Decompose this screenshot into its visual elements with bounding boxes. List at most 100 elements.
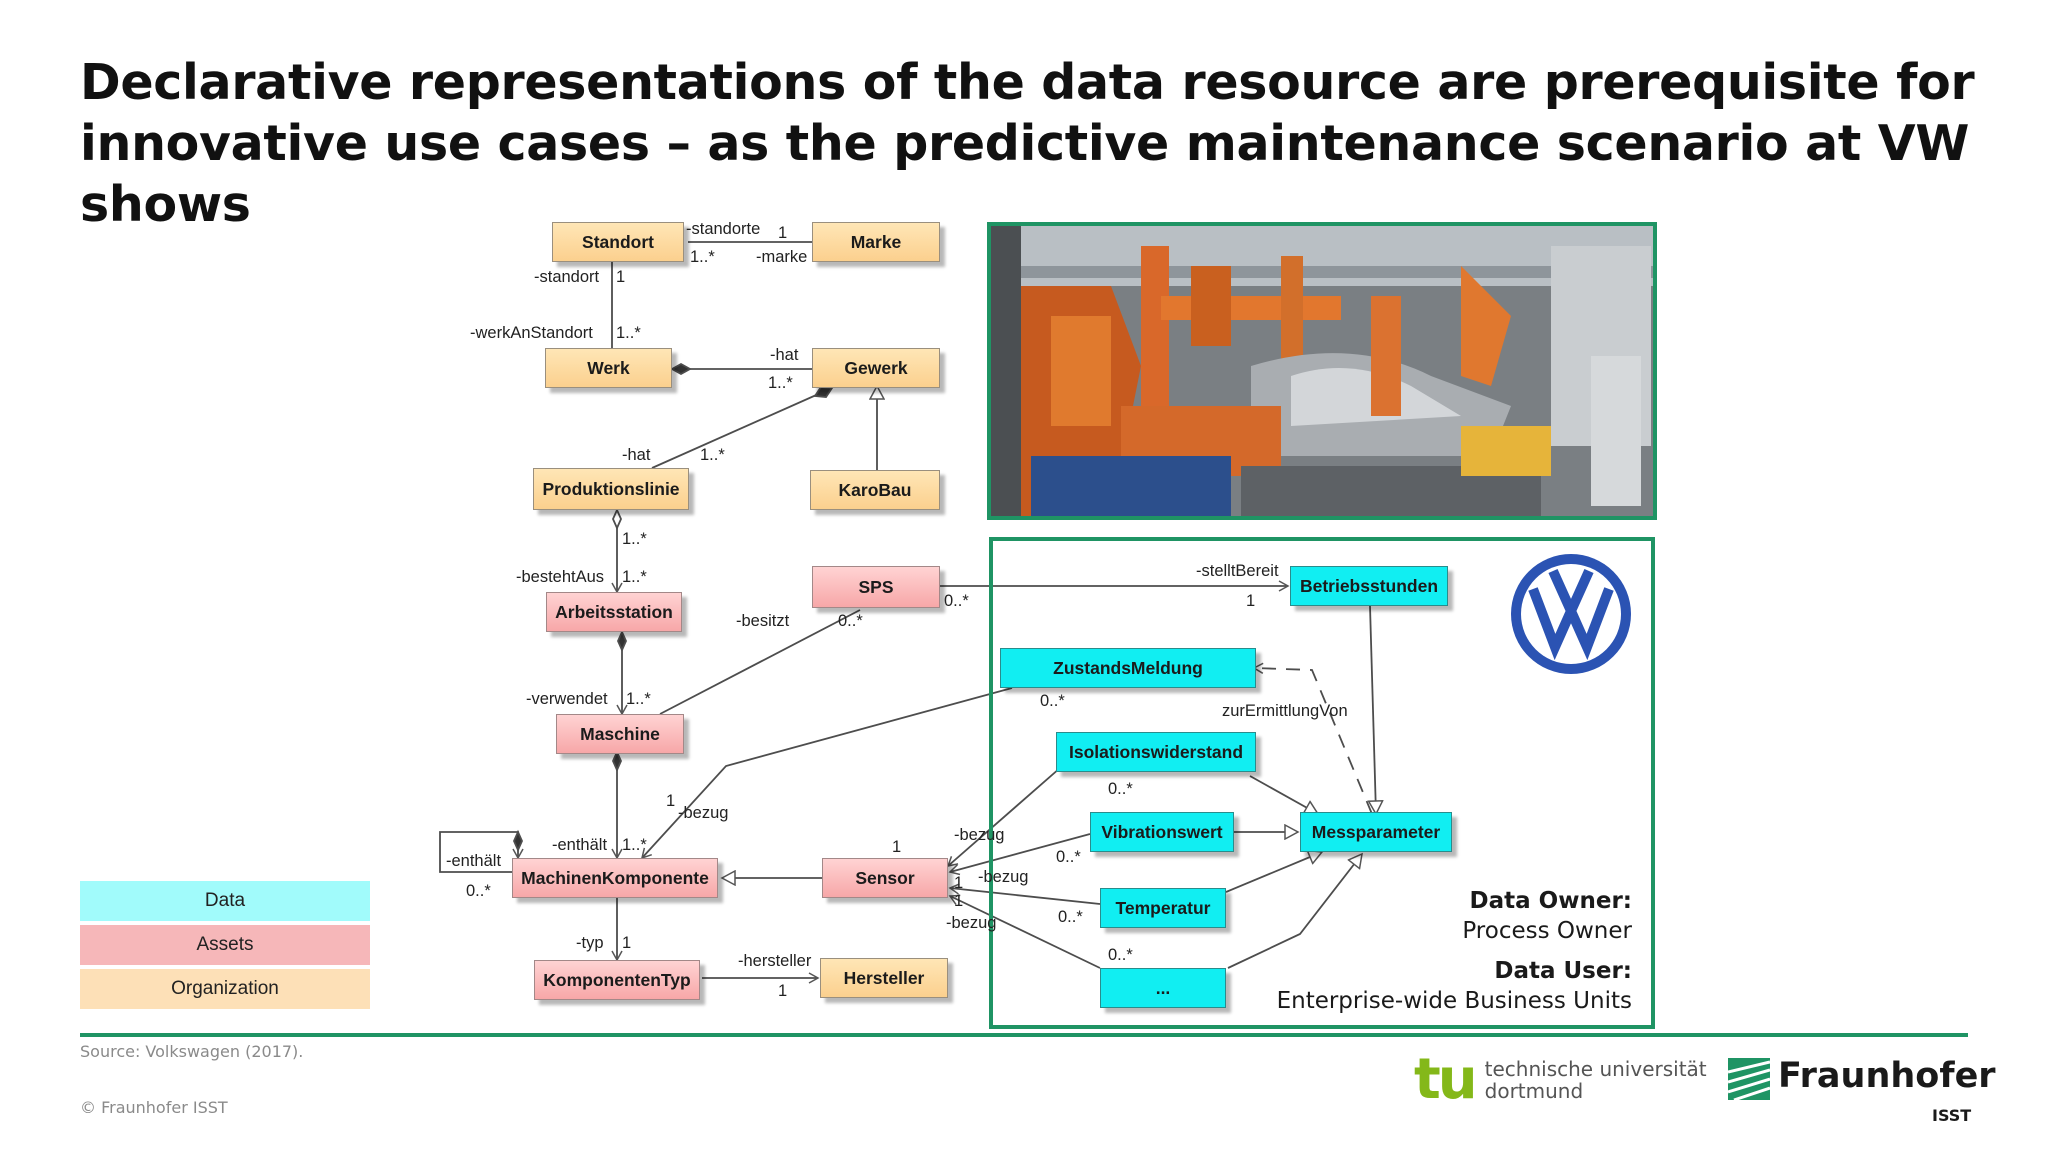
class-vibrationswert: Vibrationswert — [1090, 812, 1234, 852]
class-ellipsis: ... — [1100, 968, 1226, 1008]
class-produktionslinie: Produktionslinie — [533, 468, 689, 510]
edge-zur-ermittlung — [1252, 662, 1373, 815]
mult-standort: 1 — [616, 268, 626, 286]
role-zur-ermittlung-von: zurErmittlungVon — [1222, 702, 1348, 720]
class-maschinenkomponente: MachinenKomponente — [512, 858, 718, 898]
copyright: © Fraunhofer ISST — [80, 1098, 228, 1117]
tu-text: technische universität dortmund — [1485, 1058, 1707, 1102]
mult-werk-an-standort: 1..* — [616, 324, 641, 342]
edge-gewerk-produktionslinie — [651, 387, 833, 469]
class-sensor: Sensor — [822, 858, 948, 898]
class-betriebsstunden: Betriebsstunden — [1290, 566, 1448, 606]
edge-zustandsmeldung-komponente — [640, 687, 1013, 860]
class-arbeitsstation: Arbeitsstation — [546, 592, 682, 632]
mult-marke-standort: 1..* — [690, 248, 715, 266]
mult-hat-linie: 1..* — [700, 446, 725, 464]
role-stellt-bereit: -stelltBereit — [1196, 562, 1279, 580]
role-bezug-isolation: -bezug — [954, 826, 1005, 844]
edge-ellipsis-sensor — [948, 894, 1101, 969]
title-line-1: Declarative representations of the data … — [80, 54, 1975, 111]
diamond-produktionslinie — [612, 507, 622, 531]
class-komponententyp: KomponentenTyp — [534, 960, 700, 1000]
slide-title: Declarative representations of the data … — [80, 52, 1980, 235]
tu-dortmund-logo: tu technische universität dortmund — [1414, 1052, 1707, 1108]
edge-sps-maschine — [659, 609, 861, 715]
edge-temperatur-sensor — [948, 883, 1101, 905]
robot-assembly-image — [991, 226, 1653, 516]
role-enthaelt-self: -enthält — [446, 852, 502, 870]
mult-bezug-b: 1 — [954, 892, 964, 910]
isst-mark: ISST — [1932, 1106, 1972, 1125]
mult-sps-maschine: 0..* — [838, 612, 863, 630]
data-owner-label: Data Owner: — [1469, 888, 1632, 914]
edge-ellipsis-messparameter — [1227, 854, 1362, 969]
mult-bezug-zustand: 1 — [666, 792, 676, 810]
mult-verwendet: 1..* — [626, 690, 651, 708]
class-isolationswiderstand: Isolationswiderstand — [1056, 732, 1256, 772]
edge-temperatur-messparameter — [1225, 852, 1322, 893]
class-zustandsmeldung: ZustandsMeldung — [1000, 648, 1256, 688]
role-bezug-vibration: -bezug — [978, 868, 1029, 886]
role-marke: -marke — [756, 248, 808, 266]
mult-isolation: 0..* — [1108, 780, 1133, 798]
legend-organization: Organization — [80, 969, 370, 1009]
edge-vibration-sensor — [948, 833, 1091, 876]
class-marke: Marke — [812, 222, 940, 262]
role-bezug-ellipsis: -bezug — [946, 914, 997, 932]
edge-isolation-sensor — [946, 767, 1061, 868]
data-user-value: Enterprise-wide Business Units — [1276, 988, 1632, 1014]
diamond-arbeitsstation — [617, 629, 627, 653]
role-hersteller: -hersteller — [738, 952, 812, 970]
vw-logo-icon — [1511, 554, 1631, 674]
class-werk: Werk — [545, 348, 672, 388]
class-standort: Standort — [552, 222, 684, 262]
title-line-2: innovative use cases – as the predictive… — [80, 115, 1970, 233]
role-bezug-zustand: -bezug — [678, 804, 729, 822]
diamond-maschine — [612, 749, 622, 773]
class-maschine: Maschine — [556, 714, 684, 754]
mult-hat-gewerk: 1..* — [768, 374, 793, 392]
role-standort: -standort — [534, 268, 600, 286]
role-werk-an-standort: -werkAnStandort — [470, 324, 593, 342]
legend-assets: Assets — [80, 925, 370, 965]
class-gewerk: Gewerk — [812, 348, 940, 388]
mult-zustand: 0..* — [1040, 692, 1065, 710]
edge-isolation-messparameter — [1249, 775, 1318, 815]
footer-divider — [80, 1033, 1968, 1037]
diamond-werk — [670, 362, 692, 376]
source-note: Source: Volkswagen (2017). — [80, 1042, 304, 1061]
legend-data: Data — [80, 881, 370, 921]
tu-mark-icon: tu — [1414, 1047, 1478, 1112]
role-enthaelt-maschine: -enthält — [552, 836, 608, 854]
role-standorte: -standorte — [686, 220, 761, 238]
class-messparameter: Messparameter — [1300, 812, 1452, 852]
edge-betriebsstunden-messparameter — [1370, 605, 1376, 814]
mult-bezug-a: 1 — [954, 874, 964, 892]
mult-linie-station: 1..* — [622, 530, 647, 548]
role-besitzt: -besitzt — [736, 612, 790, 630]
mult-enthaelt-self: 0..* — [466, 882, 491, 900]
mult-ellipsis: 0..* — [1108, 946, 1133, 964]
role-hat-linie: -hat — [622, 446, 651, 464]
class-sps: SPS — [812, 566, 940, 608]
fraunhofer-mark-icon — [1728, 1058, 1770, 1100]
mult-enthaelt-maschine: 1..* — [622, 836, 647, 854]
class-karobau: KaroBau — [810, 470, 940, 510]
data-owner-value: Process Owner — [1462, 918, 1632, 944]
mult-stellt-bereit: 1 — [1246, 592, 1256, 610]
mult-sps-betrieb: 0..* — [944, 592, 969, 610]
class-temperatur: Temperatur — [1100, 888, 1226, 928]
tu-line-2: dortmund — [1484, 1079, 1584, 1103]
vw-data-frame — [989, 537, 1655, 1029]
mult-standorte: 1 — [778, 224, 788, 242]
role-typ: -typ — [576, 934, 604, 952]
role-hat-gewerk: -hat — [770, 346, 799, 364]
diamond-gewerk — [813, 386, 834, 398]
mult-temperatur: 0..* — [1058, 908, 1083, 926]
mult-hersteller: 1 — [778, 982, 788, 1000]
class-hersteller: Hersteller — [820, 958, 948, 998]
tu-line-1: technische universität — [1484, 1057, 1707, 1081]
fraunhofer-wordmark: Fraunhofer — [1778, 1056, 1996, 1096]
role-verwendet: -verwendet — [526, 690, 608, 708]
